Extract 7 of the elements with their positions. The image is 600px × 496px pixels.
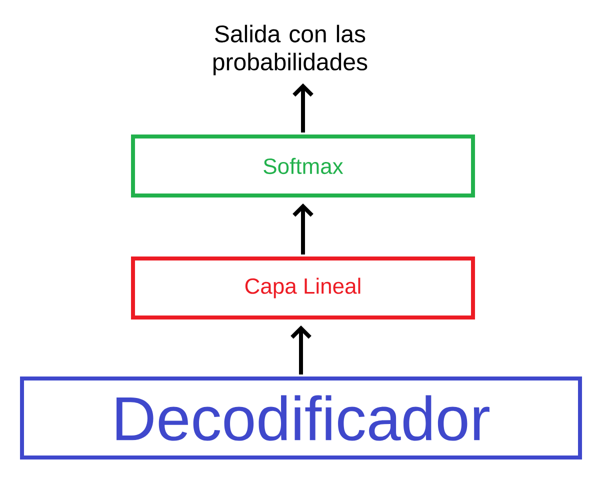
arrow (292, 204, 314, 254)
process-box: Softmax (131, 134, 475, 198)
output-label: Salida con las probabilidades (214, 24, 368, 76)
decoder-box: Decodificador (20, 376, 582, 460)
arrow (292, 83, 314, 132)
process-box: Capa Lineal (131, 256, 475, 320)
arrow (290, 326, 312, 374)
